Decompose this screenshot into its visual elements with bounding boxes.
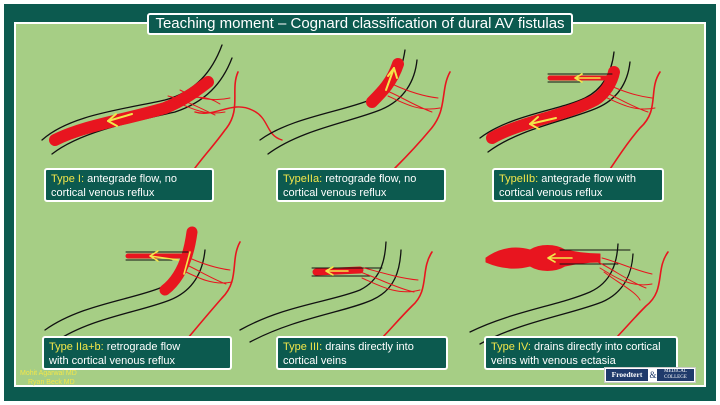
flow-arrowhead	[107, 113, 118, 127]
panel-type-1-illustration	[41, 44, 283, 176]
feeding-artery	[394, 71, 451, 169]
feeding-artery	[189, 71, 239, 176]
caption-line2: cortical venous reflux	[499, 187, 603, 199]
sinus-wall-outer	[239, 241, 387, 331]
ectasia-wall	[559, 249, 631, 265]
caption-line2: cortical venous reflux	[51, 187, 155, 199]
feeding-artery	[613, 251, 669, 341]
sinus-filled	[486, 66, 620, 144]
caption-type-2b: TypeIIb: antegrade flow with cortical ve…	[492, 168, 664, 202]
caption-line1: drains directly into	[322, 341, 414, 353]
fistula-network	[167, 89, 231, 116]
caption-type-label: Type I:	[51, 173, 85, 185]
feeding-artery	[187, 241, 241, 339]
sinus-wall-inner	[479, 253, 634, 345]
flow-arrow	[385, 67, 395, 91]
sinus-wall-inner	[54, 249, 206, 343]
sinus-wall-inner	[249, 249, 402, 343]
flow-arrow	[149, 250, 179, 262]
flow-arrow	[529, 117, 557, 125]
flow-arrowhead	[387, 67, 398, 79]
sinus-wall-inner	[51, 57, 233, 155]
author-2: Ryan Beck MD	[28, 379, 75, 386]
feeding-artery	[379, 251, 433, 341]
flow-arrow	[325, 266, 349, 276]
panel-type-3-illustration	[239, 241, 433, 343]
caption-type-label: TypeIIb:	[499, 173, 539, 185]
caption-type-1: Type I: antegrade flow, no cortical veno…	[44, 168, 214, 202]
feeding-artery	[607, 71, 661, 173]
logo-ampersand: &	[649, 370, 657, 380]
logo-froedtert: Froedtert	[606, 369, 648, 381]
cortical-vein-wall	[311, 267, 383, 277]
panel-type-2a-illustration	[259, 49, 451, 169]
reflux-wall	[547, 73, 613, 83]
venous-ectasia	[485, 245, 601, 271]
caption-type-label: TypeIIa:	[283, 173, 323, 185]
sinus-wall-outer	[41, 44, 223, 141]
slide-title: Teaching moment – Cognard classification…	[147, 13, 573, 35]
panel-type-2ab-illustration	[44, 226, 241, 343]
sinus-filled	[49, 76, 214, 146]
sinus-wall-inner	[487, 61, 631, 153]
caption-type-label: Type IV:	[491, 341, 531, 353]
caption-type-4: Type IV: drains directly into cortical v…	[484, 336, 678, 370]
caption-type-label: Type III:	[283, 341, 323, 353]
caption-line1: drains directly into cortical	[530, 341, 661, 353]
flow-arrow-2	[183, 251, 191, 275]
sinus-wall-inner	[267, 59, 418, 155]
panel-type-4-illustration	[469, 243, 669, 345]
caption-line2: veins with venous ectasia	[491, 355, 616, 367]
flow-arrow	[547, 253, 573, 263]
fistula-network	[384, 83, 441, 113]
panel-type-2b-illustration	[479, 51, 661, 173]
fistula-network	[597, 257, 653, 301]
fistula-network	[599, 83, 656, 113]
caption-line2: cortical veins	[283, 355, 347, 367]
caption-line1: antegrade flow with	[538, 173, 636, 185]
sinus-filled	[159, 226, 198, 296]
caption-type-label: Type IIa+b:	[49, 341, 104, 353]
diagram-panel	[14, 22, 706, 387]
caption-type-2a: TypeIIa: retrograde flow, no cortical ve…	[276, 168, 446, 202]
logo-medical-college: MEDICAL COLLEGE	[657, 369, 694, 381]
caption-line2: cortical venous reflux	[283, 187, 387, 199]
caption-line1: antegrade flow, no	[84, 173, 177, 185]
flow-arrowhead	[529, 116, 540, 130]
logo-line2: COLLEGE	[664, 375, 687, 380]
caption-type-3: Type III: drains directly into cortical …	[276, 336, 448, 370]
caption-line2: with cortical venous reflux	[49, 355, 175, 367]
logo-line1: MEDICAL	[664, 369, 687, 374]
fistula-network	[359, 267, 421, 293]
author-credits: Mohit Agarwal MD Ryan Beck MD	[20, 369, 77, 387]
author-1: Mohit Agarwal MD	[20, 370, 77, 377]
caption-type-2ab: Type IIa+b: retrograde flow with cortica…	[42, 336, 232, 370]
reflux-arrow	[574, 73, 601, 83]
caption-line1: retrograde flow, no	[322, 173, 417, 185]
caption-line1: retrograde flow	[103, 341, 181, 353]
institution-logo: Froedtert & MEDICAL COLLEGE	[604, 367, 696, 383]
flow-arrow	[107, 113, 133, 122]
